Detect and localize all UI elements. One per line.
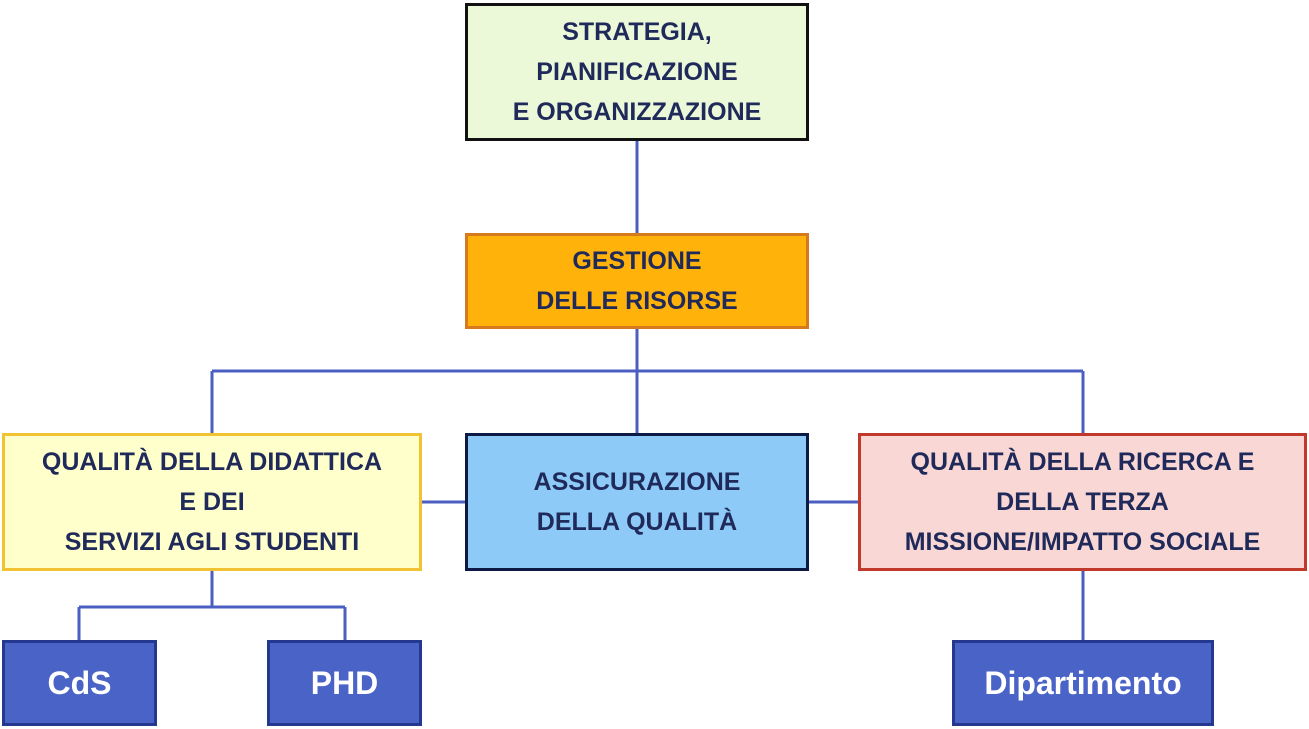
node-didattica-line-2: E DEI — [179, 488, 245, 516]
node-ricerca-line-3: MISSIONE/IMPATTO SOCIALE — [904, 528, 1261, 556]
node-didattica: QUALITÀ DELLA DIDATTICA E DEI SERVIZI AG… — [2, 433, 422, 571]
node-phd-label: PHD — [310, 664, 379, 701]
node-gestione-line-1: GESTIONE — [572, 247, 702, 275]
node-phd: PHD — [267, 640, 422, 726]
node-assicurazione: ASSICURAZIONE DELLA QUALITÀ — [465, 433, 809, 571]
node-gestione: GESTIONE DELLE RISORSE — [465, 233, 809, 329]
node-ricerca: QUALITÀ DELLA RICERCA E DELLA TERZA MISS… — [858, 433, 1307, 571]
node-ricerca-line-2: DELLA TERZA — [996, 488, 1169, 516]
node-ricerca-line-1: QUALITÀ DELLA RICERCA E — [910, 448, 1255, 476]
node-dipartimento-label: Dipartimento — [984, 664, 1182, 701]
node-strategia-line-3: E ORGANIZZAZIONE — [512, 98, 762, 126]
node-cds-label: CdS — [47, 664, 112, 701]
node-gestione-line-2: DELLE RISORSE — [536, 287, 738, 315]
node-didattica-line-3: SERVIZI AGLI STUDENTI — [64, 528, 360, 556]
node-strategia: STRATEGIA, PIANIFICAZIONE E ORGANIZZAZIO… — [465, 3, 809, 141]
node-assicurazione-line-1: ASSICURAZIONE — [533, 468, 741, 496]
node-dipartimento: Dipartimento — [952, 640, 1214, 726]
node-didattica-line-1: QUALITÀ DELLA DIDATTICA — [41, 448, 383, 476]
node-cds: CdS — [2, 640, 157, 726]
node-strategia-line-1: STRATEGIA, — [562, 18, 712, 46]
node-assicurazione-line-2: DELLA QUALITÀ — [536, 508, 738, 536]
node-strategia-line-2: PIANIFICAZIONE — [536, 58, 738, 86]
